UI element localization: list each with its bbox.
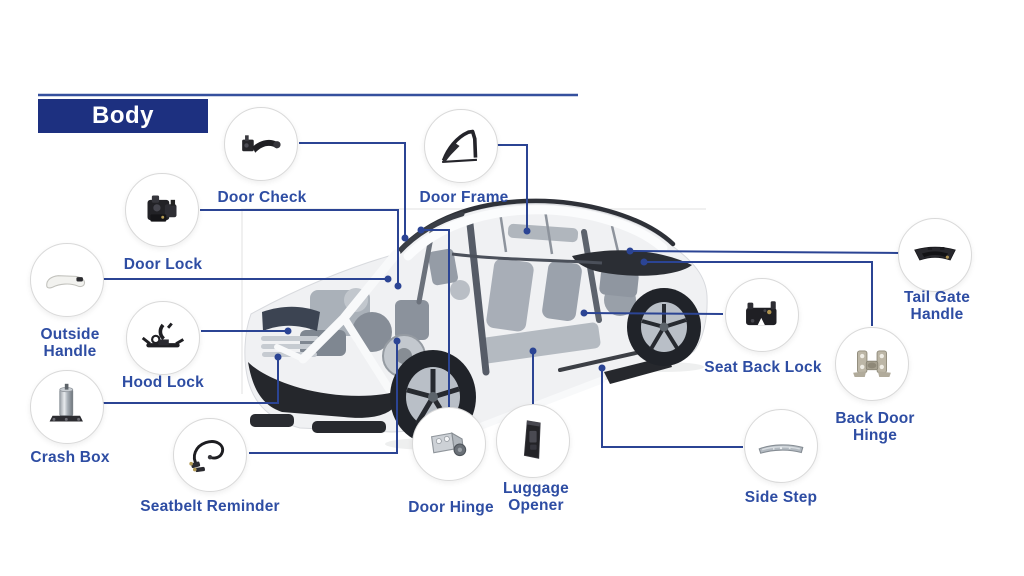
part-label-side-step: Side Step bbox=[744, 489, 818, 506]
part-circle-door-frame bbox=[424, 109, 498, 183]
part-circle-door-lock bbox=[125, 173, 199, 247]
car-illustration bbox=[244, 198, 708, 450]
door-check-icon bbox=[242, 135, 281, 153]
part-circle-outside-handle bbox=[30, 243, 104, 317]
dot-back-door-hinge bbox=[640, 258, 648, 266]
dot-side-step bbox=[598, 364, 606, 372]
door-hinge-icon bbox=[430, 432, 467, 457]
door-frame-icon bbox=[441, 129, 478, 164]
dot-seat-back-lock bbox=[580, 309, 588, 317]
dot-door-lock bbox=[394, 282, 402, 290]
part-label-seatbelt-reminder: Seatbelt Reminder bbox=[140, 498, 280, 515]
connector-back-door-hinge bbox=[644, 261, 873, 326]
tail-gate-handle-icon bbox=[914, 246, 956, 261]
part-circle-side-step bbox=[744, 409, 818, 483]
part-label-door-check: Door Check bbox=[217, 189, 307, 206]
dot-crash-box bbox=[274, 353, 282, 361]
part-circle-luggage-opener bbox=[496, 404, 570, 478]
part-label-outside-handle: Outside Handle bbox=[40, 326, 100, 360]
part-circle-tail-gate-handle bbox=[898, 218, 972, 292]
connector-dots bbox=[274, 226, 648, 372]
dot-hood-lock bbox=[284, 327, 292, 335]
connector-seat-back-lock bbox=[583, 312, 724, 315]
connector-door-check bbox=[299, 142, 406, 238]
rear-wheel bbox=[627, 288, 701, 366]
part-label-luggage-opener: Luggage Opener bbox=[503, 480, 569, 514]
luggage-opener-icon bbox=[523, 420, 541, 459]
part-circle-door-check bbox=[224, 107, 298, 181]
connector-side-step bbox=[601, 368, 743, 448]
part-label-door-hinge: Door Hinge bbox=[408, 499, 494, 516]
seatbelt-reminder-icon bbox=[189, 440, 225, 473]
connector-seatbelt-reminder bbox=[249, 341, 398, 454]
part-label-crash-box: Crash Box bbox=[30, 449, 110, 466]
connector-door-hinge bbox=[421, 229, 450, 408]
page-title: Body bbox=[92, 102, 154, 129]
part-label-seat-back-lock: Seat Back Lock bbox=[704, 359, 822, 376]
part-circle-seat-back-lock bbox=[725, 278, 799, 352]
part-label-door-lock: Door Lock bbox=[123, 256, 203, 273]
dot-door-check bbox=[401, 234, 409, 242]
dot-tail-gate-handle bbox=[626, 247, 634, 255]
hood-lock-icon bbox=[141, 322, 185, 348]
seat-back-lock-icon bbox=[746, 301, 777, 326]
connector-door-lock bbox=[200, 209, 399, 286]
connector-door-frame bbox=[496, 144, 528, 231]
part-label-tail-gate-handle: Tail Gate Handle bbox=[903, 289, 971, 323]
connector-crash-box bbox=[103, 357, 279, 404]
part-circle-back-door-hinge bbox=[835, 327, 909, 401]
door-lock-icon bbox=[147, 195, 177, 222]
outside-handle-icon bbox=[46, 275, 86, 289]
part-label-hood-lock: Hood Lock bbox=[122, 374, 204, 391]
dot-seatbelt-reminder bbox=[393, 337, 401, 345]
dot-outside-handle bbox=[384, 275, 392, 283]
dot-door-hinge bbox=[417, 226, 425, 234]
part-label-door-frame: Door Frame bbox=[419, 189, 509, 206]
part-circle-hood-lock bbox=[126, 301, 200, 375]
section-title-banner: Body bbox=[38, 99, 208, 133]
crash-box-icon bbox=[49, 383, 83, 422]
connector-lines bbox=[103, 142, 900, 454]
back-door-hinge-icon bbox=[853, 350, 891, 378]
dot-door-frame bbox=[523, 227, 531, 235]
part-circle-crash-box bbox=[30, 370, 104, 444]
side-step-icon bbox=[758, 444, 804, 454]
part-label-back-door-hinge: Back Door Hinge bbox=[835, 410, 915, 444]
part-circle-door-hinge bbox=[412, 407, 486, 481]
part-circle-seatbelt-reminder bbox=[173, 418, 247, 492]
dot-luggage-opener bbox=[529, 347, 537, 355]
connector-tail-gate-handle bbox=[629, 250, 900, 254]
